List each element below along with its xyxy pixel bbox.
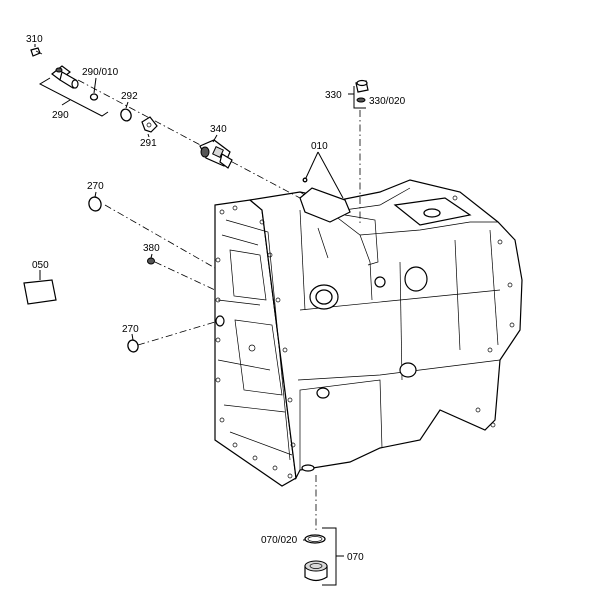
label-070-020: 070/020 xyxy=(261,535,298,546)
part-292-o-ring xyxy=(120,108,132,122)
label-270-top: 270 xyxy=(87,181,104,192)
part-290-sensor xyxy=(51,65,79,89)
label-010: 010 xyxy=(311,141,328,152)
part-070-020-o-ring xyxy=(304,534,326,544)
part-310-screw xyxy=(30,47,43,57)
leader-lines xyxy=(34,44,366,586)
label-050: 050 xyxy=(32,260,49,271)
part-290-010-o-ring xyxy=(89,93,99,101)
label-310: 310 xyxy=(26,34,43,45)
label-070: 070 xyxy=(347,552,364,563)
part-070-plug xyxy=(304,560,328,582)
label-330-020: 330/020 xyxy=(369,96,406,107)
assembly-guide-lines xyxy=(77,79,361,530)
label-292: 292 xyxy=(121,91,138,102)
label-380: 380 xyxy=(143,243,160,254)
part-380-plug xyxy=(147,257,155,265)
part-340-valve xyxy=(199,139,233,169)
label-340: 340 xyxy=(210,124,227,135)
part-330-plug xyxy=(355,79,369,93)
part-labels: 310 290/010 290 292 291 340 330 330/020 … xyxy=(26,34,406,563)
part-291-plate xyxy=(141,116,158,133)
label-330: 330 xyxy=(325,90,342,101)
part-330-020-seal xyxy=(356,97,366,103)
part-270-o-ring-bottom xyxy=(127,339,139,353)
label-290: 290 xyxy=(52,110,69,121)
transmission-housing xyxy=(214,179,523,487)
part-270-o-ring-top xyxy=(88,196,102,212)
label-270-bottom: 270 xyxy=(122,324,139,335)
label-291: 291 xyxy=(140,138,157,149)
part-050-cover-plate xyxy=(23,279,57,305)
label-290-010: 290/010 xyxy=(82,67,119,78)
